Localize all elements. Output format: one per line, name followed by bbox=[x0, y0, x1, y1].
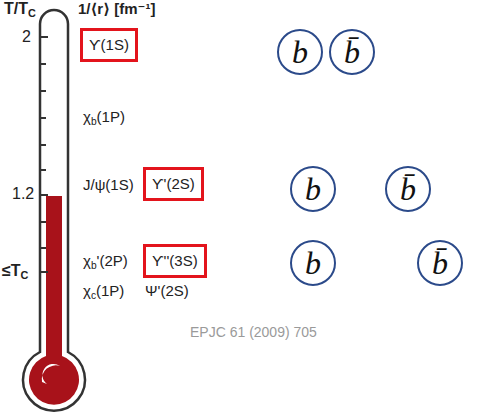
label-group: χb(1P) bbox=[83, 108, 125, 128]
thermometer-outline bbox=[23, 10, 85, 411]
state-label: ≤T bbox=[2, 262, 21, 279]
state-label: T/T bbox=[4, 0, 28, 17]
state-box: ϒ(1S) bbox=[80, 28, 138, 62]
subscript-text: c bbox=[91, 290, 96, 301]
quark-circle: b̄ bbox=[417, 240, 463, 286]
label-group: Ψ'(2S) bbox=[145, 282, 189, 299]
state-name: ϒ(1S) bbox=[89, 36, 129, 53]
subscript-text: C bbox=[21, 269, 29, 281]
state-label: '(2P) bbox=[97, 252, 128, 269]
state-box: ϒ''(3S) bbox=[143, 244, 207, 278]
quark-circle: b bbox=[290, 166, 336, 212]
quark-symbol: b̄ bbox=[400, 173, 416, 205]
state-label: χ bbox=[83, 282, 91, 299]
label-group: ≤TC bbox=[2, 262, 28, 282]
label-group: J/ψ(1S) bbox=[83, 176, 134, 193]
label-group: EPJC 61 (2009) 705 bbox=[190, 324, 317, 340]
state-label: 2 bbox=[22, 28, 31, 45]
quark-symbol: b̄ bbox=[432, 247, 448, 279]
state-label: χ bbox=[83, 252, 91, 269]
scale-ticks bbox=[40, 37, 48, 272]
state-name: ϒ''(3S) bbox=[152, 252, 198, 269]
label-group: T/TC bbox=[4, 0, 36, 20]
label-group: χb'(2P) bbox=[83, 252, 128, 272]
label-group: 1/⟨r⟩ [fm⁻¹] bbox=[78, 0, 155, 17]
state-name: ϒ'(2S) bbox=[152, 175, 195, 192]
quark-symbol: b bbox=[305, 173, 321, 205]
state-label: χ bbox=[83, 108, 91, 125]
bulb-highlight bbox=[42, 364, 60, 384]
thermometer-fill bbox=[29, 196, 79, 405]
label-group: 1.2 bbox=[12, 185, 34, 203]
state-label: EPJC 61 (2009) 705 bbox=[190, 324, 317, 340]
subscript-text: b bbox=[91, 260, 97, 271]
quark-circle: b bbox=[290, 240, 336, 286]
quark-circle: b bbox=[277, 29, 323, 75]
state-label: J/ψ(1S) bbox=[83, 176, 134, 193]
quark-circle: b̄ bbox=[385, 166, 431, 212]
state-label: (1P) bbox=[96, 282, 124, 299]
label-group: χc(1P) bbox=[83, 282, 124, 302]
state-label: (1P) bbox=[97, 108, 125, 125]
state-label: Ψ'(2S) bbox=[145, 282, 189, 299]
quark-circle: b̄ bbox=[329, 29, 375, 75]
quark-symbol: b̄ bbox=[344, 36, 360, 68]
quark-symbol: b bbox=[305, 247, 321, 279]
subscript-text: C bbox=[28, 7, 36, 19]
quark-symbol: b bbox=[292, 36, 308, 68]
label-group: 2 bbox=[22, 28, 31, 46]
state-label: 1/⟨r⟩ [fm⁻¹] bbox=[78, 0, 155, 17]
subscript-text: b bbox=[91, 116, 97, 127]
state-box: ϒ'(2S) bbox=[143, 167, 204, 201]
state-label: 1.2 bbox=[12, 185, 34, 202]
